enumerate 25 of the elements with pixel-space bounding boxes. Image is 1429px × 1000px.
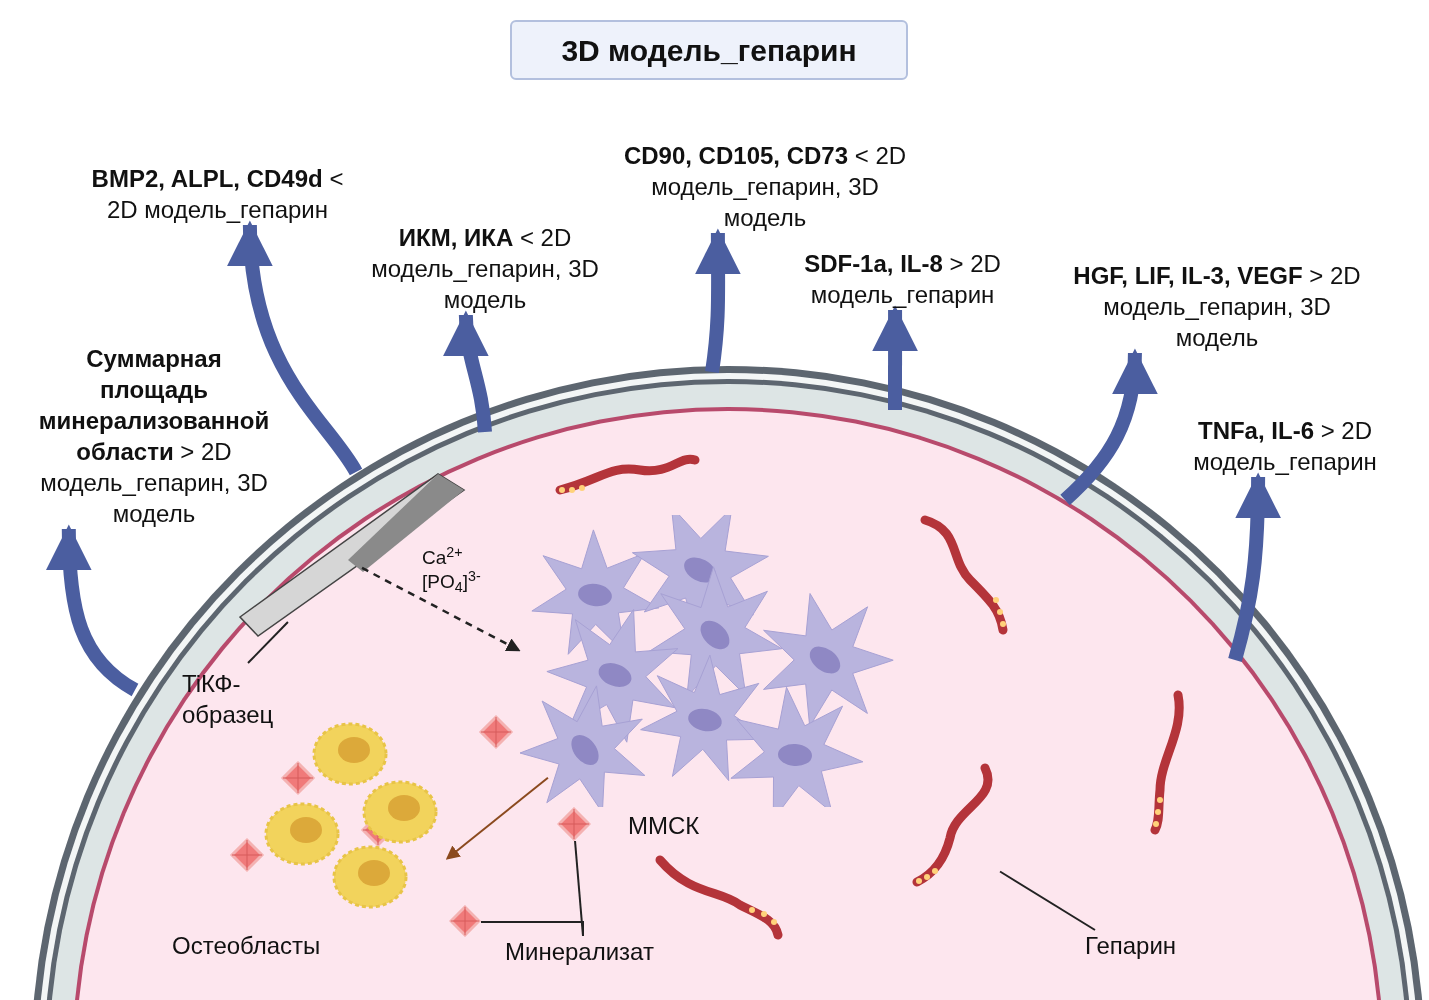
annotation-text: Гепарин	[1085, 931, 1178, 961]
annotation-text: ИКМ, ИКА < 2D модель_гепарин, 3D модель	[370, 223, 600, 315]
arrow	[872, 305, 919, 410]
arrow	[361, 566, 521, 652]
cell-label: Остеобласты	[172, 931, 321, 961]
annotation-text: HGF, LIF, IL-3, VEGF > 2D модель_гепарин, 3D модель	[1072, 261, 1362, 353]
arrow	[445, 776, 549, 860]
edge-label: Ca$^{2+}$ [PO$_{4}$]$^{3-}$	[422, 546, 482, 594]
annotation-text: SDF-1a, IL-8 > 2D модель_гепарин	[803, 249, 1002, 310]
arrow	[228, 220, 362, 476]
annotation-text: Суммарная площадь минерализованной области > 2D модель_гепарин, 3D модель	[37, 344, 271, 529]
arrow	[444, 310, 492, 433]
arrow	[1228, 472, 1281, 662]
arrow	[1060, 348, 1157, 506]
arrow	[695, 228, 741, 373]
annotation-text: TNFa, IL-6 > 2D модель_гепарин	[1192, 416, 1378, 477]
leader-line	[480, 920, 584, 937]
annotation-text: Минерализат	[505, 937, 655, 967]
annotation-text: BMP2, ALPL, CD49d < 2D модель_гепарин	[90, 164, 345, 225]
title: 3D модель_гепарин	[561, 32, 857, 69]
arrow	[46, 524, 139, 696]
leader-line	[247, 621, 289, 665]
annotation-text: CD90, CD105, CD73 < 2D модель_гепарин, 3D модель	[622, 141, 908, 233]
leader-line	[999, 870, 1096, 931]
cell-label: ММСК	[628, 811, 700, 841]
